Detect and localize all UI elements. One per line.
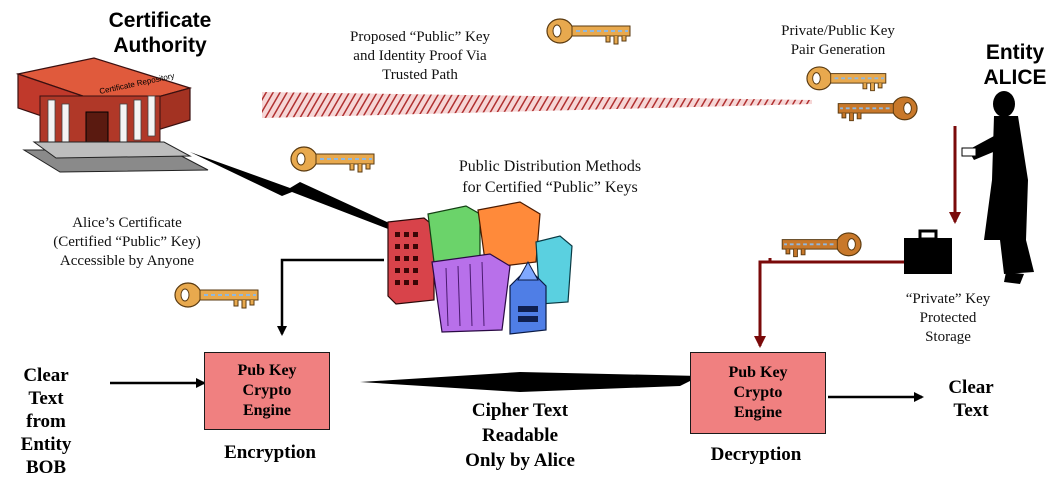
- key-icon: [806, 65, 887, 92]
- clear-text-bob-line2: Text: [28, 388, 64, 409]
- public-distribution-line1: Public Distribution Methods: [458, 158, 642, 175]
- clear-text-bob-line4: Entity: [20, 434, 72, 455]
- clear-text-out-label: Clear Text: [926, 376, 1016, 422]
- decryption-caption: Decryption: [710, 444, 802, 465]
- encrypt-engine-line3: Engine: [242, 402, 291, 419]
- decrypt-engine-line1: Pub Key: [728, 364, 788, 381]
- public-key-to-encryption-arrow: [277, 258, 384, 336]
- key-icon: [837, 95, 918, 122]
- keypair-line2: Pair Generation: [790, 42, 886, 58]
- public-distribution-label: Public Distribution Methods for Certifie…: [390, 156, 710, 198]
- encryption-crypto-engine: Pub Key Crypto Engine: [204, 352, 330, 430]
- alice-title-line2: ALICE: [983, 66, 1047, 89]
- ca-title: Certificate Authority: [80, 8, 240, 58]
- cipher-text-line2: Readable: [482, 425, 558, 446]
- cipher-text-line1: Cipher Text: [471, 400, 569, 421]
- certificate-repository-building-icon: [15, 57, 209, 173]
- encryption-caption: Encryption: [224, 442, 316, 463]
- alice-title-line1: Entity: [985, 41, 1045, 64]
- alice-certificate-line1: Alice’s Certificate: [72, 215, 182, 231]
- key-icon: [174, 282, 259, 309]
- clear-text-bob-line1: Clear: [23, 365, 69, 386]
- private-storage-line3: Storage: [925, 329, 971, 345]
- decrypt-engine-line2: Crypto: [733, 384, 783, 401]
- key-icon: [290, 146, 375, 173]
- proposed-line3: Trusted Path: [382, 67, 458, 83]
- distribution-link: [190, 152, 400, 232]
- alice-title: Entity ALICE: [970, 40, 1060, 90]
- proposed-line2: and Identity Proof Via: [353, 48, 487, 64]
- keypair-line1: Private/Public Key: [781, 23, 895, 39]
- alice-figure-icon: [961, 91, 1034, 284]
- proposed-line1: Proposed “Public” Key: [350, 29, 490, 45]
- clear-text-out-line1: Clear: [948, 377, 994, 398]
- key-icon: [546, 18, 631, 45]
- alice-certificate-line2: (Certified “Public” Key): [53, 234, 201, 250]
- encrypt-engine-line1: Pub Key: [237, 362, 297, 379]
- ca-title-line2: Authority: [113, 34, 207, 57]
- clear-text-bob-line5: BOB: [25, 457, 67, 478]
- cipher-text-label: Cipher Text Readable Only by Alice: [420, 398, 620, 473]
- decrypt-engine-line3: Engine: [733, 404, 782, 421]
- public-distribution-line2: for Certified “Public” Keys: [462, 179, 638, 196]
- briefcase-icon: [904, 229, 952, 274]
- trusted-path-channel: [262, 92, 812, 118]
- alice-certificate-label: Alice’s Certificate (Certified “Public” …: [2, 214, 252, 271]
- storage-to-decryption-arrow: [754, 258, 904, 348]
- key-pair-generation-label: Private/Public Key Pair Generation: [748, 22, 928, 60]
- key-icon: [781, 231, 862, 258]
- alice-certificate-line3: Accessible by Anyone: [59, 253, 195, 269]
- private-key-storage-label: “Private” Key Protected Storage: [878, 290, 1018, 347]
- cipher-text-channel: [360, 372, 700, 392]
- clear-text-bob-line3: from: [26, 411, 66, 432]
- encrypt-engine-line2: Crypto: [242, 382, 292, 399]
- ca-title-line1: Certificate: [108, 9, 212, 32]
- private-storage-line2: Protected: [919, 310, 977, 326]
- cipher-text-line3: Only by Alice: [465, 450, 575, 471]
- clear-text-from-bob-label: Clear Text from Entity BOB: [6, 364, 86, 479]
- private-storage-line1: “Private” Key: [905, 291, 991, 307]
- office-buildings-icon: [387, 201, 573, 335]
- proposed-public-key-label: Proposed “Public” Key and Identity Proof…: [300, 28, 540, 85]
- clear-text-out-line2: Text: [953, 400, 989, 421]
- decryption-crypto-engine: Pub Key Crypto Engine: [690, 352, 826, 434]
